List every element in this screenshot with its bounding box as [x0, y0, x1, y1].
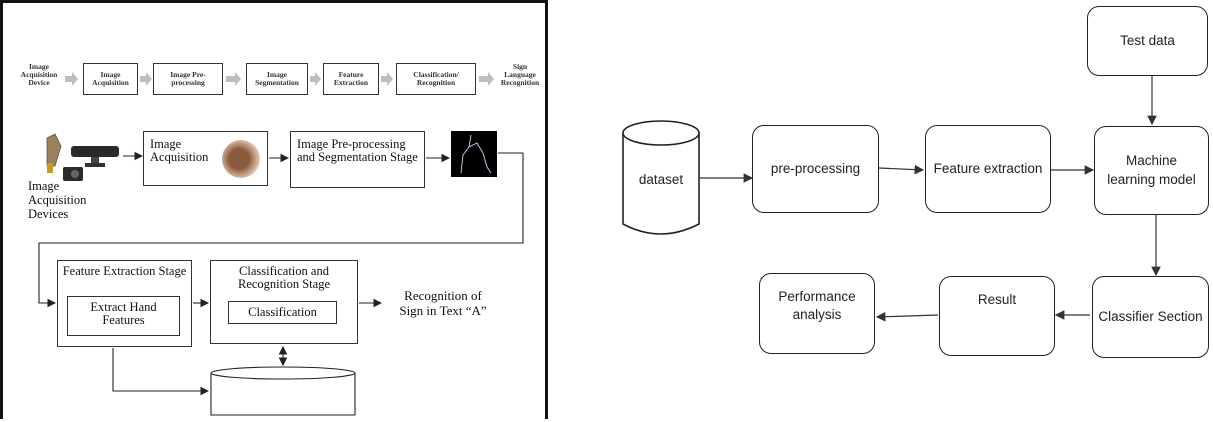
right-diagram-panel: dataset pre-processing Feature extractio… — [560, 0, 1213, 419]
ml-model-node-label: Machine learning model — [1107, 153, 1196, 187]
acquisition-label: Image Acquisition — [150, 137, 209, 165]
preprocessing-label: Image Pre-processing and Segmentation St… — [297, 137, 418, 165]
pipeline-step-preprocessing: Image Pre-processing — [153, 63, 223, 95]
result-node: Result — [939, 276, 1055, 356]
performance-node-label: Performance analysis — [778, 289, 856, 323]
test-data-node-label: Test data — [1120, 32, 1175, 48]
test-data-node: Test data — [1087, 6, 1208, 76]
feature-extraction-node-label: Feature extraction — [933, 160, 1043, 176]
feature-inner-box: Extract Hand Features — [67, 296, 180, 336]
segmented-hand-image — [451, 131, 497, 177]
acquisition-devices-icon — [46, 133, 119, 181]
classifier-node-label: Classifier Section — [1098, 308, 1203, 324]
acquisition-box: Image Acquisition — [143, 131, 268, 186]
performance-node: Performance analysis — [759, 273, 875, 354]
classification-stage-title: Classification and Recognition Stage — [238, 264, 330, 292]
left-diagram-panel: Image Acquisition Device Image Acquisiti… — [0, 0, 548, 419]
preprocessing-node: pre-processing — [752, 125, 879, 213]
dataset-cylinder-label: Sign Language Dataset — [228, 381, 343, 393]
classification-inner-box: Classification — [228, 301, 337, 324]
feature-stage-box: Feature Extraction Stage Extract Hand Fe… — [57, 260, 192, 347]
ml-model-node: Machine learning model — [1094, 126, 1209, 215]
classifier-node: Classifier Section — [1092, 276, 1209, 358]
dataset-label: dataset — [638, 172, 684, 187]
result-node-label: Result — [977, 292, 1017, 307]
classification-stage-box: Classification and Recognition Stage Cla… — [210, 260, 358, 344]
feature-stage-title: Feature Extraction Stage — [62, 264, 187, 278]
pipeline-step-classification: Classification/ Recognition — [396, 63, 476, 95]
feature-inner-label: Extract Hand Features — [90, 300, 157, 328]
output-label: Recognition of Sign in Text “A” — [399, 288, 487, 318]
pipeline-step-device: Image Acquisition Device — [20, 62, 58, 87]
pipeline-step-output: Sign Language Recognition — [500, 62, 540, 87]
preprocessing-box: Image Pre-processing and Segmentation St… — [290, 131, 425, 188]
hand-image — [222, 140, 260, 178]
pipeline-step-feature-extraction: Feature Extraction — [323, 63, 379, 95]
pipeline-step-acquisition: Image Acquisition — [83, 63, 138, 95]
devices-label: Image Acquisition Devices — [28, 179, 87, 221]
pipeline-step-segmentation: Image Segmentation — [246, 63, 308, 95]
preprocessing-node-label: pre-processing — [770, 160, 861, 176]
right-diagram-graphics — [622, 76, 1161, 322]
classification-inner-label: Classification — [248, 305, 317, 319]
feature-extraction-node: Feature extraction — [925, 125, 1051, 213]
dataset-cylinder — [622, 120, 700, 235]
